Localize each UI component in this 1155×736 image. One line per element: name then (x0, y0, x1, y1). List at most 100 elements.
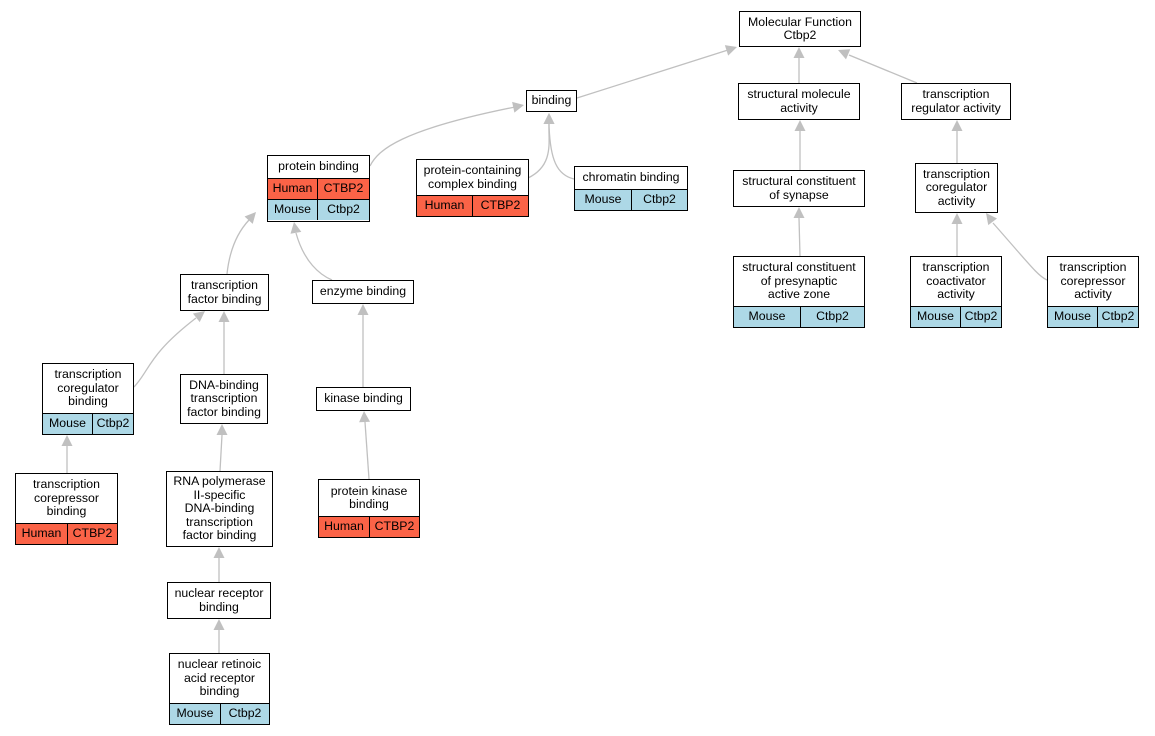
node-chromatin-binding[interactable]: chromatin binding Mouse Ctbp2 (574, 166, 688, 211)
species-name: Mouse (734, 307, 801, 327)
species-name: Mouse (911, 307, 961, 327)
species-row-mouse: Mouse Ctbp2 (734, 306, 864, 327)
species-name: Human (319, 517, 370, 537)
species-name: Human (417, 196, 473, 216)
gene-symbol: Ctbp2 (643, 192, 676, 207)
edge-line (548, 123, 575, 180)
gene-symbol: Ctbp2 (228, 706, 262, 721)
node-transcription-coregulator-activity[interactable]: transcription coregulator activity (915, 163, 998, 213)
species-name: Human (16, 524, 68, 544)
edge-arrowhead (61, 435, 73, 446)
edge-line (226, 219, 250, 275)
node-transcription-coregulator-binding[interactable]: transcription coregulator binding Mouse … (42, 363, 134, 435)
gene-symbol: Ctbp2 (327, 202, 360, 217)
species-name: Mouse (43, 414, 93, 434)
node-label: transcription regulator activity (911, 87, 1001, 115)
edge-arrowhead (838, 49, 851, 60)
edge-line (295, 232, 333, 281)
node-enzyme-binding[interactable]: enzyme binding (312, 280, 414, 304)
node-transcription-corepressor-activity[interactable]: transcription corepressor activity Mouse… (1047, 256, 1139, 328)
species-row-human: Human CTBP2 (268, 178, 369, 199)
species-row-human: Human CTBP2 (319, 516, 419, 537)
edge-arrowhead (793, 207, 805, 218)
edge-arrowhead (213, 619, 225, 630)
species-row-human: Human CTBP2 (417, 195, 528, 216)
node-transcription-factor-binding[interactable]: transcription factor binding (180, 274, 269, 311)
edge-arrowhead (357, 304, 369, 315)
edge-arrowhead (986, 213, 998, 226)
node-label: kinase binding (324, 391, 403, 406)
node-structural-constituent-of-synapse[interactable]: structural constituent of synapse (733, 170, 865, 207)
node-label: structural constituent of synapse (742, 174, 856, 202)
species-row-mouse: Mouse Ctbp2 (43, 413, 133, 434)
edge-arrowhead (794, 120, 806, 131)
edge-line (798, 217, 801, 257)
edge-line (219, 434, 223, 472)
node-label: nuclear receptor binding (174, 586, 264, 614)
node-binding[interactable]: binding (526, 90, 577, 112)
edge-line (364, 421, 370, 480)
species-row-mouse: Mouse Ctbp2 (1048, 306, 1138, 327)
node-nuclear-retinoic-acid-receptor-binding[interactable]: nuclear retinoic acid receptor binding M… (169, 653, 270, 725)
node-label: transcription factor binding (187, 278, 262, 306)
gene-symbol: CTBP2 (374, 519, 415, 534)
species-name: Mouse (1048, 307, 1098, 327)
node-label: transcription coactivator activity (922, 260, 990, 302)
gene-symbol: CTBP2 (72, 526, 113, 541)
node-transcription-coactivator-activity[interactable]: transcription coactivator activity Mouse… (910, 256, 1002, 328)
gene-symbol: CTBP2 (323, 181, 364, 196)
species-row-human: Human CTBP2 (16, 523, 117, 544)
node-label: transcription corepressor activity (1059, 260, 1127, 302)
species-row-mouse: Mouse Ctbp2 (268, 199, 369, 220)
species-row-mouse: Mouse Ctbp2 (170, 703, 269, 724)
species-row-mouse: Mouse Ctbp2 (911, 306, 1001, 327)
edge-arrowhead (512, 101, 524, 113)
edge-line (576, 49, 729, 99)
node-structural-molecule-activity[interactable]: structural molecule activity (738, 83, 860, 120)
species-name: Mouse (170, 704, 221, 724)
node-label: chromatin binding (582, 170, 680, 185)
edge-arrowhead (244, 212, 256, 224)
edge-arrowhead (724, 45, 737, 56)
node-dna-binding-transcription-factor-binding[interactable]: DNA-binding transcription factor binding (180, 374, 268, 424)
node-rna-polymerase-ii-specific-dna-binding-tf-binding[interactable]: RNA polymerase II-specific DNA-binding t… (166, 471, 273, 547)
edge-arrowhead (290, 222, 302, 234)
edge-arrowhead (216, 424, 228, 435)
species-name: Human (268, 179, 318, 199)
edge-arrowhead (213, 547, 225, 558)
edge-arrowhead (793, 47, 805, 58)
species-row-mouse: Mouse Ctbp2 (575, 189, 687, 210)
gene-symbol: Ctbp2 (964, 309, 998, 324)
node-kinase-binding[interactable]: kinase binding (316, 387, 411, 411)
edge-arrowhead (192, 311, 205, 323)
node-label: protein binding (278, 159, 359, 174)
node-protein-containing-complex-binding[interactable]: protein-containing complex binding Human… (416, 159, 529, 217)
species-name: Mouse (268, 200, 318, 220)
species-name: Mouse (575, 190, 632, 210)
edge-line (133, 317, 197, 388)
node-label: enzyme binding (319, 284, 407, 299)
gene-symbol: Ctbp2 (816, 309, 849, 324)
edge-line (848, 54, 918, 84)
node-structural-constituent-presynaptic-active-zone[interactable]: structural constituent of presynaptic ac… (733, 256, 865, 328)
node-label: structural constituent of presynaptic ac… (742, 260, 856, 302)
node-label: DNA-binding transcription factor binding (187, 377, 261, 419)
edge-line (369, 106, 516, 167)
node-transcription-regulator-activity[interactable]: transcription regulator activity (901, 83, 1011, 120)
node-transcription-corepressor-binding[interactable]: transcription corepressor binding Human … (15, 473, 118, 545)
edge-line (992, 222, 1048, 281)
edge-arrowhead (951, 120, 963, 131)
node-molecular-function[interactable]: Molecular Function Ctbp2 (739, 11, 861, 47)
node-label: protein-containing complex binding (423, 163, 522, 191)
gene-symbol: Ctbp2 (96, 416, 130, 431)
node-label: nuclear retinoic acid receptor binding (177, 657, 262, 699)
node-protein-kinase-binding[interactable]: protein kinase binding Human CTBP2 (318, 479, 420, 538)
node-label: RNA polymerase II-specific DNA-binding t… (173, 474, 266, 543)
node-label: binding (531, 93, 572, 108)
edge-arrowhead (543, 113, 555, 124)
node-protein-binding[interactable]: protein binding Human CTBP2 Mouse Ctbp2 (267, 155, 370, 222)
gene-symbol: CTBP2 (480, 198, 521, 213)
edge-arrowhead (359, 411, 371, 423)
node-nuclear-receptor-binding[interactable]: nuclear receptor binding (167, 582, 271, 619)
